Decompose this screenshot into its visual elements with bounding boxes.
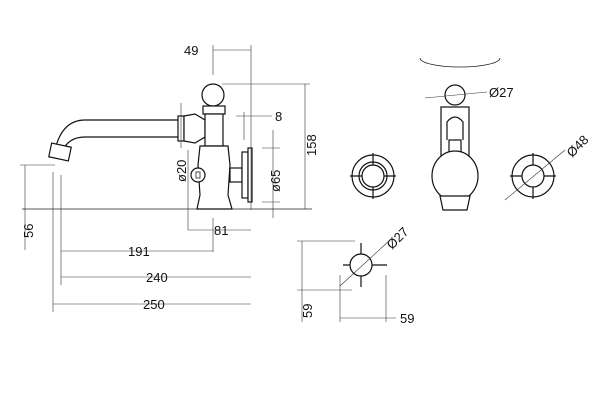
dim-8: 8	[236, 109, 282, 140]
dim-49: 49	[184, 43, 252, 210]
front-body-base	[439, 195, 471, 211]
dim-81: 81	[188, 218, 251, 252]
front-spout	[446, 116, 464, 140]
front-d48-label: Ø48	[564, 132, 592, 160]
dim-ø20: ø20	[174, 103, 189, 230]
rotation-arrow-icon	[419, 57, 501, 68]
dim-240: 240	[61, 270, 251, 285]
spout	[54, 119, 180, 153]
lever-slot	[195, 171, 201, 179]
lever-hub	[190, 167, 206, 183]
front-body-bulb	[431, 150, 479, 202]
knob-base	[202, 105, 226, 115]
wall-flange	[241, 151, 249, 199]
dim-158-label: 158	[304, 134, 319, 156]
dim-ø65: ø65	[262, 130, 283, 218]
dim-ø65-label: ø65	[268, 170, 283, 192]
front-d27-label: Ø27	[489, 85, 514, 100]
dim-56-label: 56	[21, 224, 36, 238]
dim-8-label: 8	[275, 109, 282, 124]
right-handle	[504, 149, 566, 201]
wall-plate	[247, 147, 253, 203]
handle-w59-label: 59	[400, 311, 414, 326]
valve-stem	[229, 167, 243, 183]
left-handle	[350, 153, 396, 199]
side-view: 49 8 158 ø20 ø65 56	[20, 43, 319, 312]
body-column	[204, 113, 224, 147]
dim-ø20-label: ø20	[174, 160, 189, 182]
dim-250: 250	[53, 297, 251, 312]
dim-49-label: 49	[184, 43, 198, 58]
dim-191: 191	[61, 244, 213, 259]
dim-158: 158	[222, 83, 319, 209]
dim-191-label: 191	[128, 244, 150, 259]
top-knob	[201, 83, 225, 107]
handle-h59-label: 59	[300, 304, 315, 318]
dim-81-label: 81	[214, 223, 228, 238]
dim-240-label: 240	[146, 270, 168, 285]
dim-56: 56	[20, 164, 55, 250]
spout-nozzle	[48, 142, 72, 162]
spout-joint	[183, 113, 206, 144]
front-view: Ø27 Ø48	[350, 57, 592, 211]
handle-d27-label: Ø27	[384, 224, 412, 252]
handle-detail: Ø27 59 59	[297, 224, 414, 326]
dim-250-label: 250	[143, 297, 165, 312]
